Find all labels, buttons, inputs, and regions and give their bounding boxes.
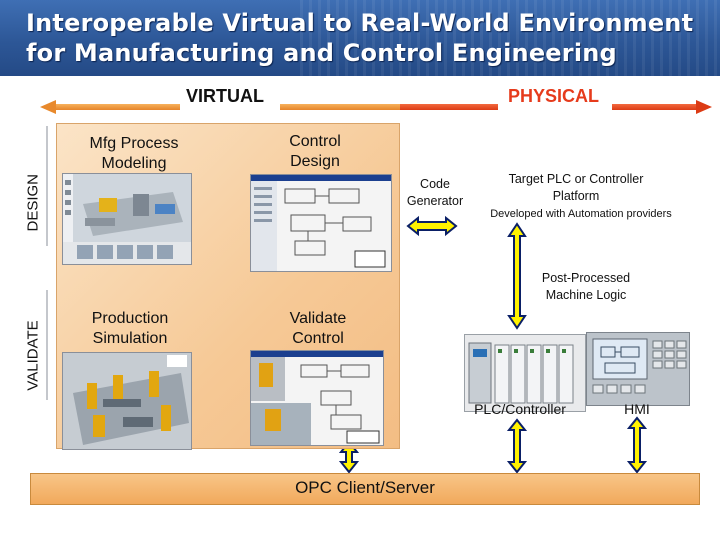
mfg-process-label: Mfg Process Modeling [72, 134, 196, 174]
hmi-label: HMI [614, 401, 660, 418]
automation-providers-note: Developed with Automation providers [476, 206, 686, 223]
production-simulation-label: Production Simulation [80, 309, 180, 349]
double-arrow-hmi-opc [629, 418, 645, 472]
validate-control-label: Validate Control [270, 309, 366, 349]
design-row-label: DESIGN [25, 178, 42, 232]
opc-client-server-label: OPC Client/Server [31, 478, 699, 498]
opc-client-server-bar: OPC Client/Server [30, 473, 700, 505]
control-design-label: Control Design [262, 132, 368, 172]
double-arrow-code-gen [408, 218, 456, 234]
post-processed-logic-label: Post-Processed Machine Logic [516, 270, 656, 304]
validate-row-label: VALIDATE [25, 309, 42, 403]
virtual-column-label: VIRTUAL [186, 86, 264, 107]
plc-controller-label: PLC/Controller [452, 401, 588, 418]
control-design-screenshot [250, 174, 392, 272]
hmi-panel-photo [586, 332, 690, 406]
validate-control-screenshot [250, 350, 384, 446]
mfg-process-screenshot [62, 173, 192, 265]
production-simulation-screenshot [62, 352, 192, 450]
code-generator-label: Code Generator [398, 176, 472, 210]
physical-column-label: PHYSICAL [508, 86, 599, 107]
double-arrow-plc-opc [509, 420, 525, 472]
target-plc-label: Target PLC or Controller Platform [488, 171, 664, 205]
